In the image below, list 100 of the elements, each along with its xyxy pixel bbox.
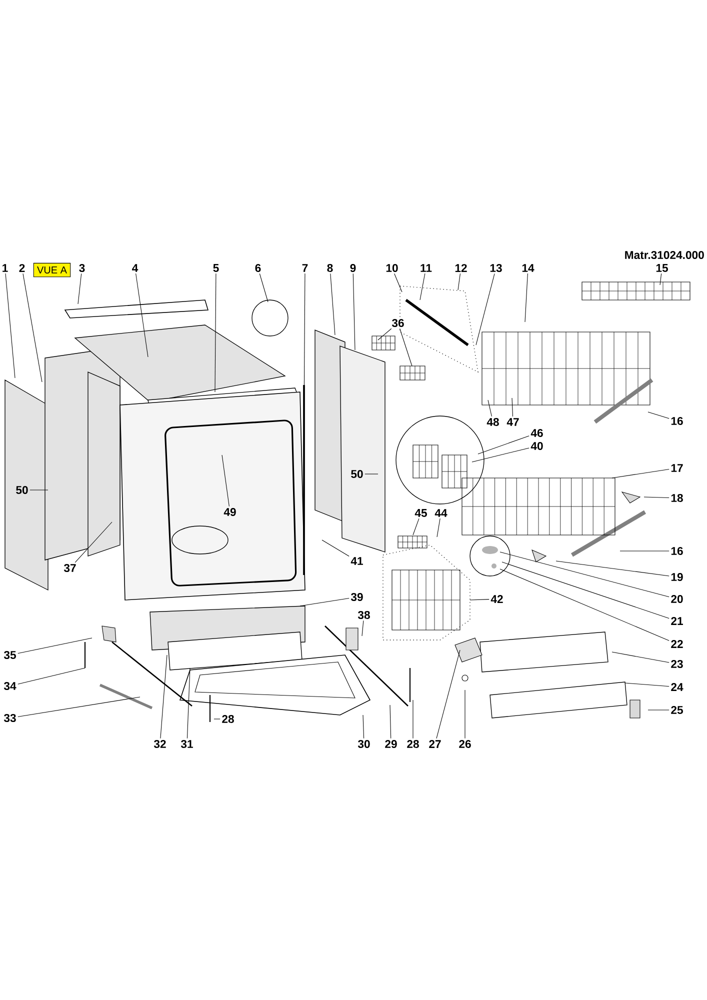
callout-number: 40 — [530, 442, 543, 450]
callout-number: 7 — [302, 264, 308, 272]
callout-number: 39 — [350, 593, 363, 602]
leader-line — [500, 568, 670, 641]
leader-line — [78, 273, 82, 304]
leader-line — [352, 273, 356, 350]
callout-number: 24 — [671, 683, 684, 691]
callout-number: 12 — [455, 264, 467, 272]
leader-line — [160, 654, 168, 739]
callout-number: 2 — [19, 264, 25, 272]
leader-line — [476, 273, 495, 346]
leader-line — [512, 398, 514, 417]
callout-number: 44 — [434, 509, 448, 517]
leader-line — [300, 598, 350, 606]
leader-line — [412, 518, 420, 536]
leader-line — [18, 696, 140, 717]
callout-number: 3 — [79, 264, 85, 272]
leader-line — [222, 454, 230, 507]
view-label-box: VUE A — [33, 262, 71, 278]
callout-number: 41 — [350, 557, 363, 565]
leader-line — [214, 273, 216, 392]
leader-line — [624, 682, 670, 687]
callout-number: 28 — [222, 715, 234, 723]
leader-line — [322, 540, 350, 557]
leader-line — [394, 273, 402, 292]
callout-number: 32 — [154, 740, 166, 748]
leader-line — [648, 412, 670, 419]
leader-line — [458, 273, 460, 290]
callout-number: 10 — [386, 264, 398, 272]
callout-number: 47 — [506, 418, 519, 426]
leader-line — [502, 562, 670, 619]
leader-line — [556, 560, 670, 576]
callout-number: 50 — [351, 470, 363, 478]
callout-number: 34 — [4, 682, 16, 690]
callout-number: 25 — [671, 706, 683, 714]
leader-line — [74, 522, 112, 563]
leader-line — [22, 273, 42, 382]
leader-line — [478, 436, 530, 454]
callout-number: 29 — [385, 740, 397, 748]
leader-line — [436, 650, 460, 739]
leader-line — [390, 704, 392, 739]
leader-line — [612, 652, 670, 663]
callout-number: 15 — [656, 264, 668, 272]
callout-number: 14 — [522, 264, 534, 272]
leader-line — [412, 700, 414, 739]
callout-number: 22 — [671, 640, 683, 648]
leader-line — [304, 273, 306, 420]
callout-number: 35 — [4, 651, 16, 660]
leader-line — [18, 668, 86, 684]
callout-number: 13 — [490, 264, 502, 272]
leader-line — [378, 328, 392, 340]
leader-line — [612, 468, 670, 478]
callout-number: 1 — [2, 264, 8, 272]
leader-line — [400, 328, 412, 366]
callout-number: 18 — [671, 494, 683, 502]
callout-number: 36 — [392, 319, 404, 328]
callout-number: 23 — [671, 660, 683, 668]
leader-line — [362, 714, 364, 739]
callout-number: 26 — [459, 740, 471, 748]
callout-number: 28 — [407, 740, 419, 748]
callout-number: 19 — [671, 573, 683, 582]
callout-number: 31 — [180, 740, 193, 748]
callout-number: 27 — [429, 740, 441, 748]
callout-number: 48 — [486, 418, 499, 426]
leader-line — [5, 273, 16, 378]
leader-line — [524, 273, 528, 322]
leader-line — [464, 690, 466, 739]
leader-line — [214, 718, 220, 720]
leader-line — [500, 552, 670, 598]
callout-number: 5 — [213, 264, 219, 272]
callout-number: 6 — [255, 264, 261, 272]
leader-line — [18, 638, 92, 654]
model-number: Matr.31024.000 — [625, 251, 704, 260]
callout-number: 16 — [671, 547, 683, 556]
callout-number: 46 — [530, 429, 543, 438]
callout-number: 16 — [671, 417, 683, 426]
callout-number: 42 — [490, 595, 503, 603]
leader-line — [259, 273, 268, 302]
callout-number: 9 — [350, 264, 356, 272]
leader-line — [186, 668, 190, 739]
leader-line — [470, 599, 490, 600]
leader-line — [620, 550, 670, 552]
callout-number: 33 — [4, 714, 16, 722]
callout-number: 30 — [358, 740, 370, 748]
leader-line — [136, 273, 148, 358]
callout-number: 50 — [16, 486, 28, 494]
leader-line — [362, 620, 364, 636]
callout-number: 37 — [64, 564, 76, 572]
leader-line — [644, 496, 670, 498]
callout-number: 8 — [327, 264, 333, 272]
leader-line — [488, 400, 492, 417]
leader-line — [330, 273, 336, 336]
leader-line — [660, 273, 662, 286]
callout-number: 21 — [671, 617, 683, 625]
callout-number: 45 — [414, 509, 427, 517]
callout-number: 38 — [358, 611, 370, 620]
callout-number: 4 — [132, 264, 138, 272]
leader-line — [472, 448, 530, 462]
callout-number: 49 — [224, 508, 236, 516]
callout-number: 17 — [671, 464, 683, 472]
